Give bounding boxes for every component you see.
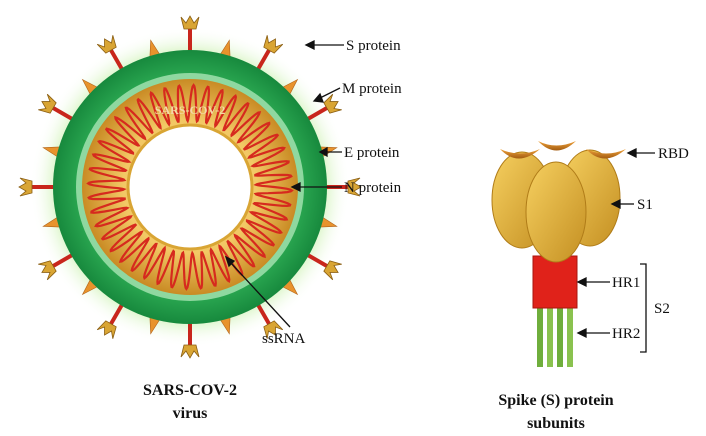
s-protein-head [263,35,284,54]
ssrna-arrow [229,261,291,328]
s-protein-stem [254,44,274,73]
s-protein-spike [254,301,284,339]
s-protein-arrowhead [304,39,315,51]
n-protein-arrowhead [290,181,301,193]
rbd-cup-left [500,149,540,159]
s-protein-head [180,344,200,359]
s-protein-spike [38,251,76,281]
s-protein-head [18,177,33,197]
s-protein-stem [304,251,333,271]
hr2-label: HR2 [612,326,640,342]
virus-illustration: SARS-COV-2 [18,15,362,359]
spike-protein-illustration [491,141,626,367]
s-protein-head [347,177,362,197]
capsid-core [126,123,254,251]
s-protein-head [323,260,342,281]
s-protein-stem [47,251,76,271]
s-protein-spike [96,301,126,339]
rbd-cup-center [538,141,576,151]
s-protein-stem [47,103,76,123]
s-protein-head [96,35,117,54]
rbd-arrowhead [626,147,637,159]
s-protein-head [38,93,57,114]
hr1-arrowhead [576,276,587,288]
s-protein-spike [304,251,342,281]
rbd-cup-right [586,149,626,159]
s-protein-head [96,320,117,339]
s1-lobe-center [525,161,587,263]
s2-bracket [640,263,647,353]
virus-caption-line2: virus [173,405,208,422]
s-protein-spike [96,35,126,73]
s-protein-head [180,15,200,30]
s-protein-spike [254,35,284,73]
hr1-label: HR1 [612,275,640,291]
e-protein-arrowhead [318,146,328,158]
s-protein-stem [106,44,126,73]
e-protein-label: E protein [344,145,400,161]
hr2-helix-1 [537,305,543,367]
s1-arrowhead [610,198,621,210]
hr2-arrowhead [576,327,587,339]
s2-label: S2 [654,301,670,317]
s-protein-spike [180,15,200,54]
m-protein-arrowhead [312,92,324,103]
s-protein-stem [27,185,57,189]
virus-logo-text: SARS-COV-2 [155,103,225,117]
spike-caption-line2: subunits [527,415,585,432]
s1-label: S1 [637,197,653,213]
hr2-helix-2 [547,305,553,367]
s-protein-stem [188,24,192,54]
hr2-helix-3 [557,305,563,367]
s-protein-spike [38,93,76,123]
s-protein-stem [254,301,274,330]
s-protein-stem [188,320,192,350]
virus-label-arrows [224,39,344,328]
spike-caption-line1: Spike (S) protein [498,392,613,409]
n-protein-label: N protein [344,180,402,196]
hr2-helices [537,305,573,367]
s-protein-label: S protein [346,38,401,54]
hr2-helix-4 [567,305,573,367]
s-protein-spike [180,320,200,359]
m-protein-label: M protein [342,81,402,97]
s-protein-head [323,93,342,114]
s-protein-spike [304,93,342,123]
hr1-block [532,255,578,309]
ssrna-label: ssRNA [262,331,306,347]
virus-spike-ring [18,15,362,359]
s-protein-head [263,320,284,339]
virus-caption-line1: SARS-COV-2 [143,382,237,399]
s-protein-stem [304,103,333,123]
s-protein-head [38,260,57,281]
s-protein-stem [106,301,126,330]
s-protein-spike [18,177,57,197]
m-protein-arrow [319,87,341,99]
rbd-label: RBD [658,146,689,162]
ssrna-arrowhead [224,255,236,268]
spike-label-arrows [576,147,655,353]
